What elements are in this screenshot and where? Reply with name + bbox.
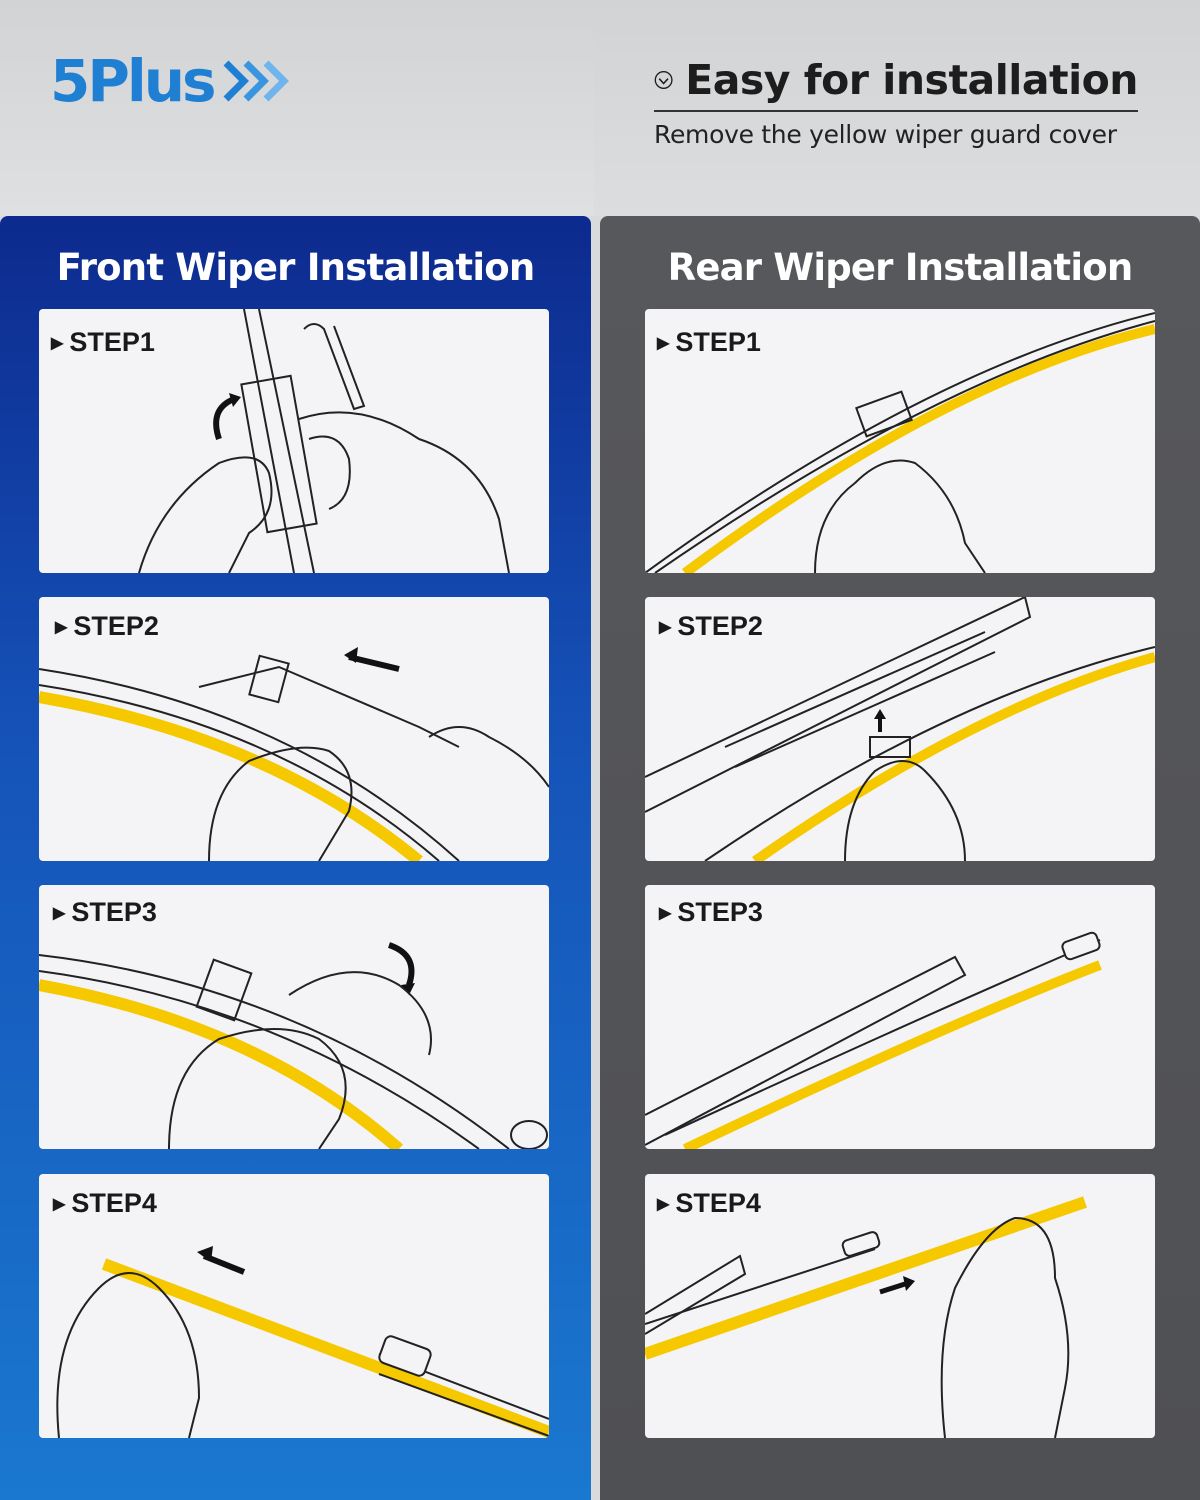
- headline-block: Easy for installation Remove the yellow …: [654, 58, 1138, 149]
- rear-step-4-illustration: [645, 1196, 1087, 1438]
- triangle-right-icon: ▶: [53, 904, 66, 922]
- rear-installation-panel: Rear Wiper Installation ▶STEP1 ▶STEP2: [600, 216, 1200, 1500]
- rear-step-3-card: ▶STEP3: [645, 885, 1155, 1149]
- triangle-right-icon: ▶: [51, 334, 64, 352]
- front-step-2-label: ▶STEP2: [55, 611, 159, 641]
- front-step-4-card: ▶STEP4: [39, 1174, 549, 1438]
- rear-step-1-label: ▶STEP1: [657, 327, 761, 357]
- triangle-right-icon: ▶: [659, 618, 672, 636]
- front-step-2-card: ▶STEP2: [39, 597, 549, 861]
- front-step-1-label: ▶STEP1: [51, 327, 155, 357]
- rear-step-4-label: ▶STEP4: [657, 1188, 761, 1218]
- top-left-background: [0, 0, 594, 216]
- rear-step-2-illustration: [645, 597, 1155, 861]
- rear-panel-title: Rear Wiper Installation: [667, 246, 1134, 289]
- rear-step-1-card: ▶STEP1: [645, 309, 1155, 573]
- front-installation-panel: Front Wiper Installation ▶STEP1 ▶STEP2: [0, 216, 591, 1500]
- rear-step-2-card: ▶STEP2: [645, 597, 1155, 861]
- front-step-3-illustration: [39, 942, 548, 1149]
- rear-step-2-label: ▶STEP2: [659, 611, 763, 641]
- triangle-right-icon: ▶: [659, 904, 672, 922]
- rear-step-3-illustration: [645, 931, 1102, 1149]
- front-panel-title: Front Wiper Installation: [56, 246, 536, 289]
- brand-logo: 5Plus: [50, 52, 294, 110]
- triple-chevron-right-icon: [223, 60, 289, 102]
- rear-step-3-label: ▶STEP3: [659, 897, 763, 927]
- triangle-right-icon: ▶: [53, 1195, 66, 1213]
- front-step-2-illustration: [39, 647, 549, 861]
- triangle-right-icon: ▶: [657, 1195, 670, 1213]
- front-step-4-illustration: [56, 1246, 549, 1438]
- front-step-3-card: ▶STEP3: [39, 885, 549, 1149]
- check-circle-icon: [654, 71, 673, 89]
- brand-name: 5Plus: [50, 47, 217, 115]
- front-step-3-label: ▶STEP3: [53, 897, 157, 927]
- front-step-1-card: ▶STEP1: [39, 309, 549, 573]
- rear-step-4-card: ▶STEP4: [645, 1174, 1155, 1438]
- front-step-4-label: ▶STEP4: [53, 1188, 157, 1218]
- triangle-right-icon: ▶: [55, 618, 68, 636]
- rear-step-1-illustration: [645, 312, 1155, 573]
- top-right-background: [594, 0, 1200, 216]
- front-step-1-illustration: [138, 309, 510, 573]
- triangle-right-icon: ▶: [657, 334, 670, 352]
- headline-title: Easy for installation: [685, 55, 1138, 104]
- headline-subtitle: Remove the yellow wiper guard cover: [654, 120, 1117, 149]
